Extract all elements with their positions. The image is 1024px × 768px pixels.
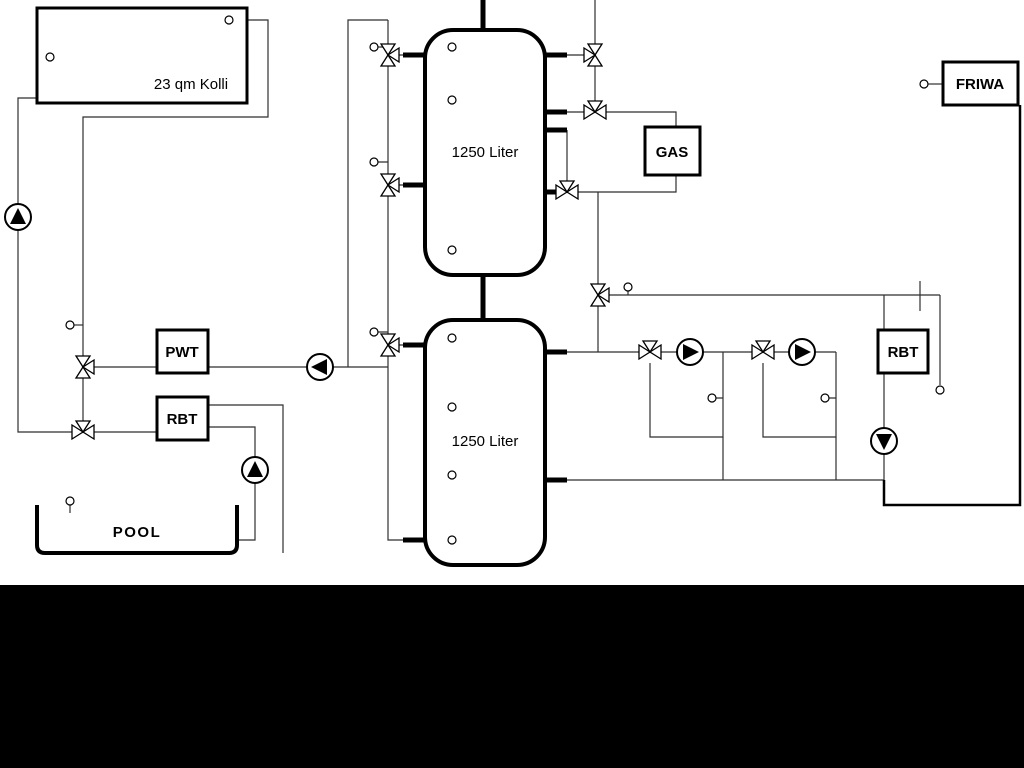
friwa-box <box>941 60 1020 107</box>
tank-bottom-label: 1250 Liter <box>452 433 519 450</box>
black-footer-area <box>0 585 1024 768</box>
pwt-box <box>155 328 210 375</box>
solar-collector-box <box>35 6 249 105</box>
rbt-right-box <box>876 328 930 375</box>
buffer-tank-bottom <box>423 318 547 567</box>
pool-label: POOL <box>113 524 162 541</box>
gas-label: GAS <box>656 144 689 161</box>
tank-top-label: 1250 Liter <box>452 144 519 161</box>
friwa-cold-water-line <box>882 105 1022 507</box>
rbt-right-label: RBT <box>888 344 919 361</box>
rbt-left-box <box>155 395 210 442</box>
schematic-svg: 23 qm Kolli 1250 Liter 1250 Liter GAS FR… <box>4 0 1022 567</box>
schematic-canvas: 23 qm Kolli 1250 Liter 1250 Liter GAS FR… <box>0 0 1024 585</box>
collector-label: 23 qm Kolli <box>154 76 228 93</box>
friwa-label: FRIWA <box>956 76 1004 93</box>
pool-shape <box>35 505 239 555</box>
rbt-left-label: RBT <box>167 411 198 428</box>
tank-connection-stubs <box>403 0 567 543</box>
gas-boiler-box <box>643 125 702 177</box>
buffer-tank-top <box>423 28 547 277</box>
pwt-label: PWT <box>165 344 198 361</box>
